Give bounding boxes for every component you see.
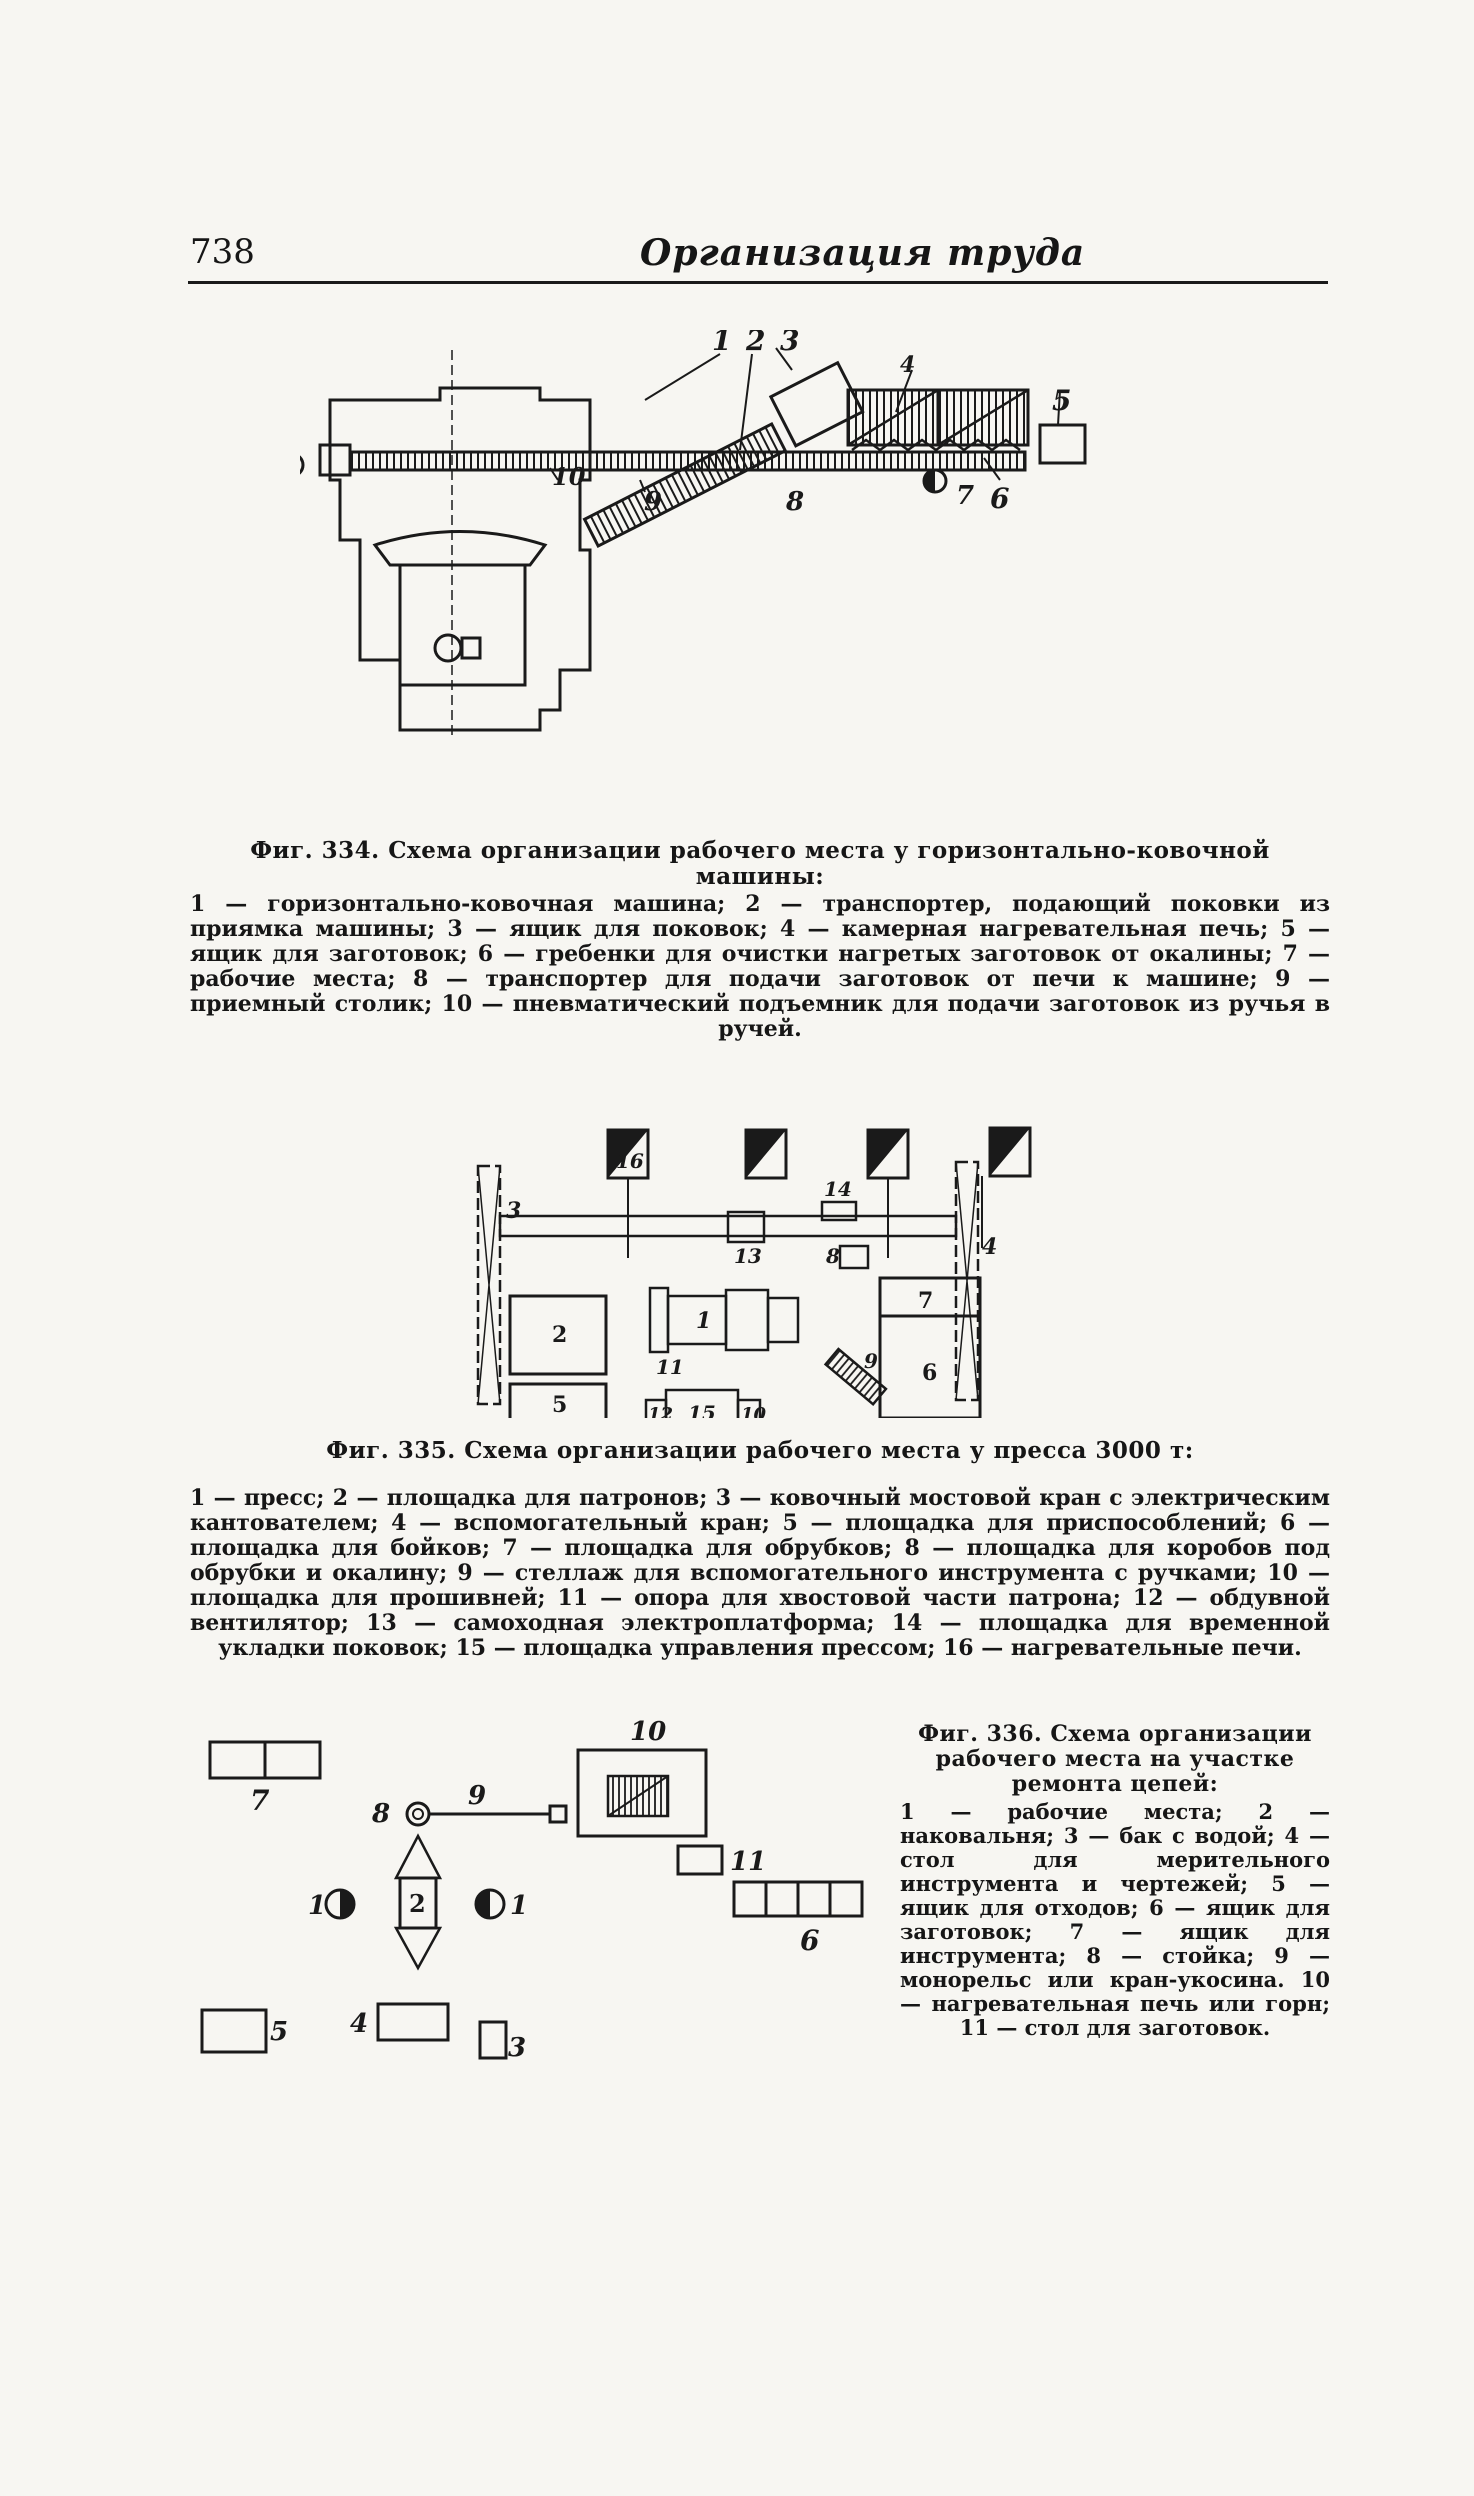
- forging-machine: [328, 386, 592, 732]
- area-7-6: [878, 1276, 982, 1418]
- label-10: 10: [741, 1404, 767, 1418]
- figure-334-diagram: 1 2 3 4 5 6 7 8 9 10: [300, 330, 1087, 740]
- workplace-1-right: [474, 1888, 506, 1920]
- label-3: 3: [506, 1198, 521, 1224]
- label-6: 6: [990, 482, 1009, 515]
- label-2: 2: [745, 330, 765, 357]
- label-8: 8: [785, 487, 804, 517]
- area-10: [736, 1398, 762, 1418]
- area-8: [838, 1244, 870, 1270]
- label-15: 15: [688, 1401, 716, 1418]
- anvil-2: [393, 1833, 443, 1971]
- label-7: 7: [250, 1784, 270, 1817]
- label-13: 13: [734, 1244, 762, 1268]
- furnace-10: [576, 1748, 708, 1838]
- water-tank-3: [478, 2020, 508, 2060]
- header-rule: [188, 281, 1328, 284]
- label-10: 10: [552, 462, 586, 491]
- table-9: [318, 443, 352, 477]
- label-9: 9: [864, 1349, 878, 1373]
- box-6: [732, 1880, 864, 1918]
- workplace-7-left: [300, 455, 305, 475]
- label-12: 12: [648, 1404, 673, 1418]
- label-9: 9: [644, 487, 662, 517]
- label-7-right: 7: [956, 481, 974, 511]
- area-5: [508, 1382, 608, 1418]
- label-4: 4: [350, 2009, 368, 2039]
- figure-334-legend: 1 — горизонтально-ковочная машина; 2 — т…: [190, 891, 1330, 1042]
- figure-336-title: Фиг. 336. Схема организации рабочего мес…: [918, 1721, 1312, 1797]
- workplace-1-left: [324, 1888, 356, 1920]
- label-3: 3: [780, 330, 799, 357]
- rack-9: [823, 1347, 888, 1406]
- workplace-7-right: [922, 468, 948, 494]
- furnace-4: [846, 388, 1030, 452]
- area-14: [820, 1200, 858, 1222]
- page-number: 738: [190, 232, 255, 272]
- label-3: 3: [508, 2033, 526, 2063]
- label-16: 16: [616, 1149, 644, 1173]
- furnace-16-b: [744, 1128, 788, 1180]
- furnace-16-d: [981, 1126, 1032, 1248]
- label-5: 5: [1052, 384, 1071, 417]
- label-5: 5: [270, 2017, 288, 2047]
- figure-335-diagram: 2 5 1 11 3 4 7 6 8 9 12 15 10 13 14 16: [476, 1126, 1032, 1418]
- label-8: 8: [371, 1799, 390, 1829]
- label-11: 11: [730, 1847, 766, 1877]
- tool-box-7: [208, 1740, 322, 1780]
- label-4: 4: [982, 1234, 997, 1260]
- label-6: 6: [922, 1360, 937, 1386]
- figure-335-title: Фиг. 335. Схема организации рабочего мес…: [326, 1437, 1194, 1464]
- label-6: 6: [800, 1924, 819, 1957]
- transporter-2: [582, 421, 788, 549]
- label-5: 5: [552, 1392, 567, 1418]
- label-7: 7: [918, 1288, 933, 1314]
- label-1: 1: [712, 330, 731, 357]
- furnace-16-a: [606, 1128, 650, 1258]
- label-2: 2: [409, 1889, 426, 1918]
- stand-8: [405, 1801, 431, 1827]
- area-2: [508, 1294, 608, 1376]
- running-title: Организация труда: [640, 232, 1086, 274]
- label-10: 10: [630, 1718, 666, 1747]
- figure-336-diagram: 7 10 9 8 11 6 1 1 2 5 4 3: [200, 1718, 864, 2063]
- figure-334-title: Фиг. 334. Схема организации рабочего мес…: [250, 837, 1270, 890]
- label-1-left: 1: [308, 1891, 326, 1921]
- label-9: 9: [468, 1781, 486, 1811]
- label-11: 11: [656, 1355, 684, 1379]
- transporter-8: [348, 450, 1027, 472]
- box-5: [1038, 423, 1087, 465]
- figure-336-legend: 1 — рабочие места; 2 — наковальня; 3 — б…: [900, 1799, 1330, 2040]
- label-4: 4: [900, 352, 915, 378]
- press-1: [648, 1286, 800, 1354]
- label-1-right: 1: [510, 1891, 528, 1921]
- platform-13: [726, 1210, 766, 1244]
- box-3: [768, 360, 865, 448]
- label-14: 14: [824, 1177, 852, 1201]
- label-1: 1: [696, 1308, 711, 1334]
- figure-335-legend: 1 — пресс; 2 — площадка для патронов; 3 …: [190, 1485, 1330, 1661]
- label-2: 2: [552, 1322, 567, 1348]
- furnace-16-c: [866, 1128, 910, 1258]
- table-11: [676, 1844, 724, 1876]
- label-8: 8: [825, 1244, 840, 1268]
- waste-box-5: [200, 2008, 268, 2054]
- table-4: [376, 2002, 450, 2042]
